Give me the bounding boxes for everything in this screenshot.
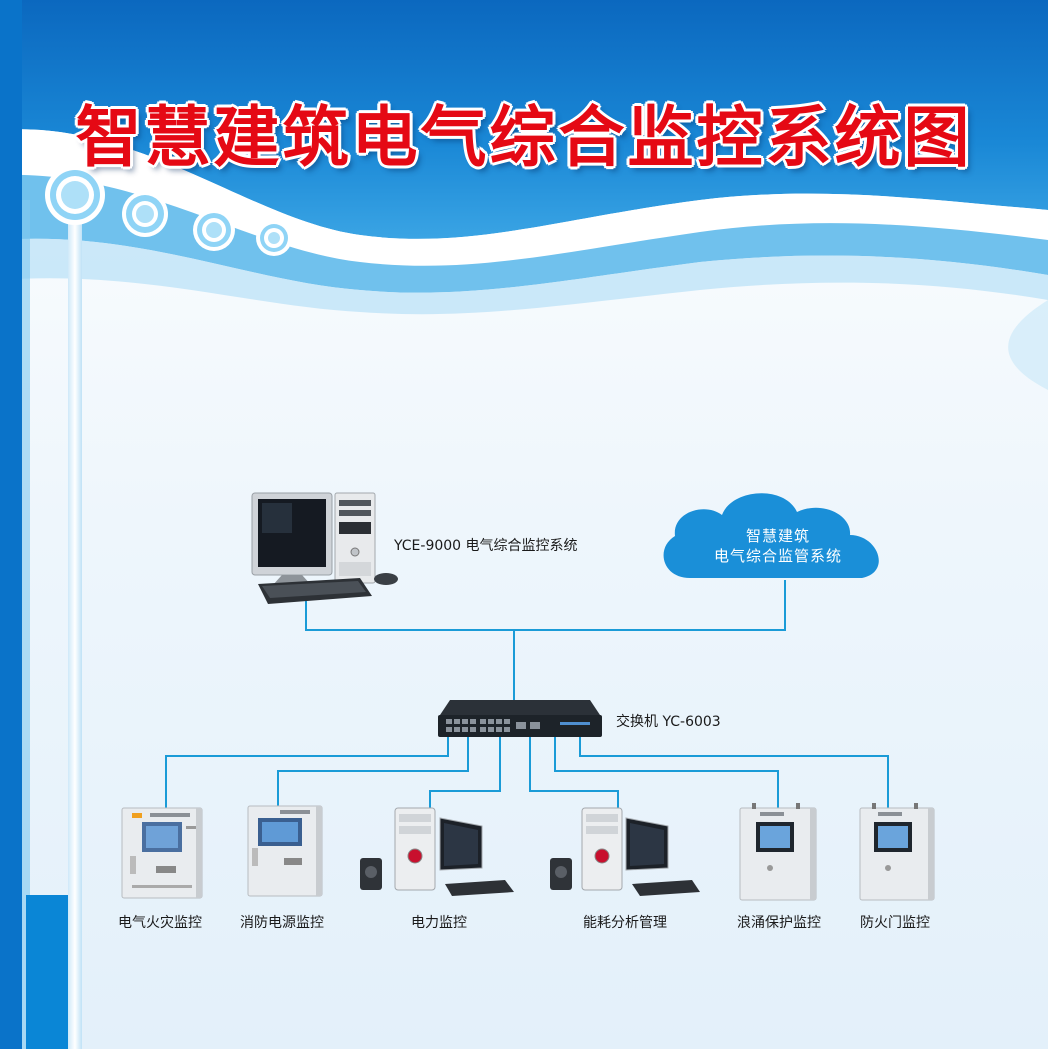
line-dev2: [277, 735, 469, 808]
device-label-6: 防火门监控: [860, 915, 930, 931]
device-label-2: 消防电源监控: [240, 915, 324, 931]
desktop-workstation-icon: [360, 807, 514, 896]
panel-cabinet-icon: [859, 803, 935, 901]
desktop-workstation-icon: [251, 492, 398, 604]
line-dev3: [429, 735, 501, 808]
device-label-5: 浪涌保护监控: [737, 915, 821, 931]
device-label-3: 电力监控: [411, 915, 467, 931]
panel-cabinet-icon: [121, 807, 203, 899]
panel-cabinet-icon: [247, 805, 323, 897]
line-dev5: [554, 735, 779, 808]
page-title: 智慧建筑电气综合监控系统图: [75, 99, 973, 176]
device-label-1: 电气火灾监控: [118, 915, 202, 931]
cloud-icon: [663, 493, 879, 578]
connection-lines: [165, 580, 889, 808]
line-dev6: [579, 735, 889, 808]
desktop-workstation-icon: [550, 807, 700, 896]
switch-label: 交换机 YC-6003: [616, 714, 721, 730]
network-switch-icon: [438, 700, 602, 737]
cloud-line-2: 电气综合监管系统: [713, 547, 842, 565]
panel-cabinet-icon: [739, 803, 817, 901]
line-dev4: [529, 735, 619, 808]
host-label: YCE-9000 电气综合监控系统: [394, 538, 578, 554]
device-label-4: 能耗分析管理: [583, 915, 667, 931]
cloud-label: 智慧建筑 电气综合监管系统: [668, 526, 888, 566]
line-host: [305, 596, 514, 631]
cloud-line-1: 智慧建筑: [745, 527, 810, 545]
line-cloud: [514, 580, 786, 631]
line-dev1: [165, 735, 449, 808]
